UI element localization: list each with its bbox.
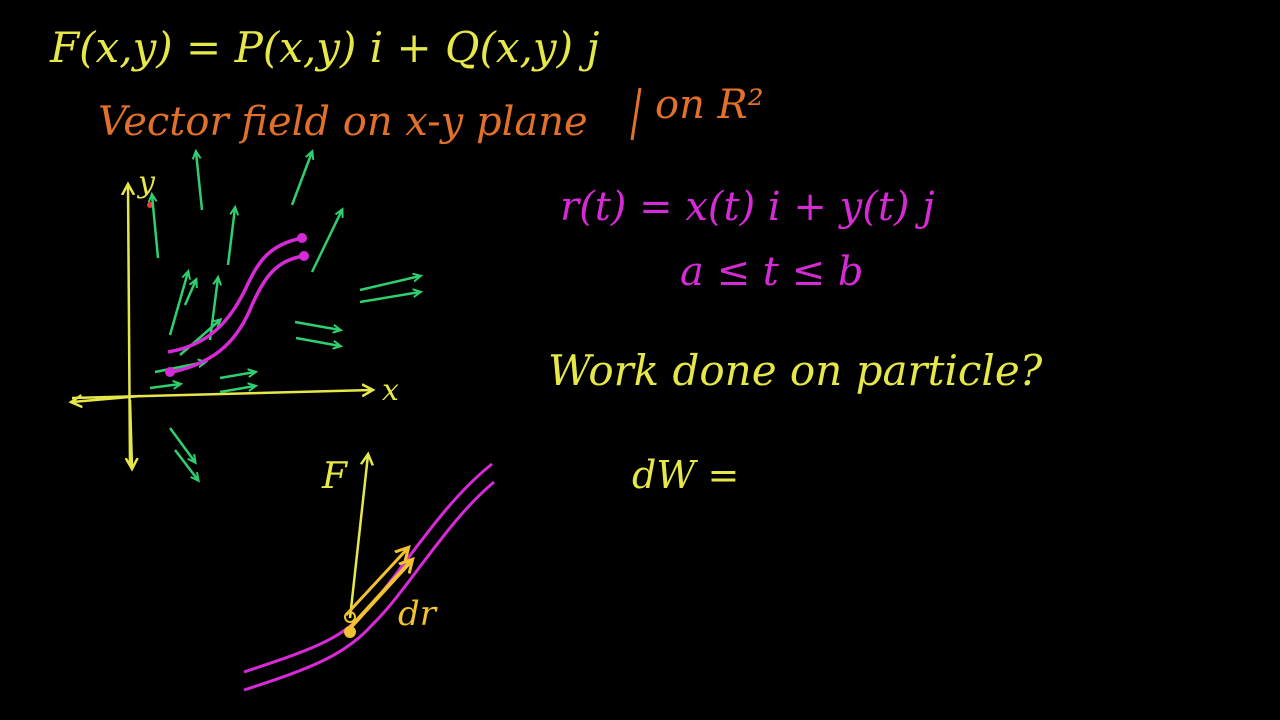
field-arrow [196, 152, 204, 211]
field-arrow [295, 336, 340, 346]
y-axis-down [130, 399, 132, 468]
field-arrow [208, 278, 218, 341]
coordinate-axes [72, 185, 372, 468]
field-arrow [294, 320, 340, 330]
work-differential: dW = [632, 453, 739, 497]
vector-field-arrows [150, 152, 420, 480]
field-arrow [179, 320, 220, 356]
field-arrow [359, 276, 420, 292]
work-question: Work done on particle? [548, 346, 1043, 395]
detail-path [243, 480, 495, 692]
field-arrow [183, 280, 196, 306]
zoomed-detail [243, 455, 495, 692]
displacement-vector [348, 560, 412, 630]
field-arrow [290, 152, 312, 206]
force-vector [348, 455, 368, 619]
particle-point [344, 626, 356, 638]
displacement-vector [344, 548, 408, 617]
field-arrow [174, 449, 198, 480]
field-arrow [168, 427, 195, 462]
parameter-bounds: a ≤ t ≤ b [680, 249, 863, 295]
caption-divider [630, 87, 642, 141]
particle-path [167, 236, 305, 374]
particle-point [344, 611, 356, 623]
path-start-point [165, 367, 175, 377]
field-arrow [219, 372, 255, 380]
x-axis-label: x [382, 373, 399, 408]
path-end-point [299, 251, 309, 261]
field-arrow [168, 272, 188, 336]
field-arrow [226, 208, 235, 266]
field-arrow [149, 384, 180, 388]
force-label: F [321, 456, 349, 497]
displacement-label: dr [398, 594, 438, 634]
x-axis-left [72, 396, 141, 402]
detail-path [243, 462, 493, 674]
path-end-point [297, 233, 307, 243]
field-arrow [152, 195, 160, 259]
field-arrow [219, 386, 255, 394]
vector-field-caption: Vector field on x-y plane [98, 99, 588, 145]
y-axis-label: y [136, 165, 156, 200]
vector-field-caption-r2: on R² [655, 82, 764, 128]
field-arrow [359, 292, 420, 304]
field-arrow [310, 210, 342, 273]
position-vector-equation: r(t) = x(t) i + y(t) j [560, 184, 935, 230]
origin-marker [147, 202, 153, 208]
vector-field-equation: F(x,y) = P(x,y) i + Q(x,y) j [49, 23, 599, 72]
